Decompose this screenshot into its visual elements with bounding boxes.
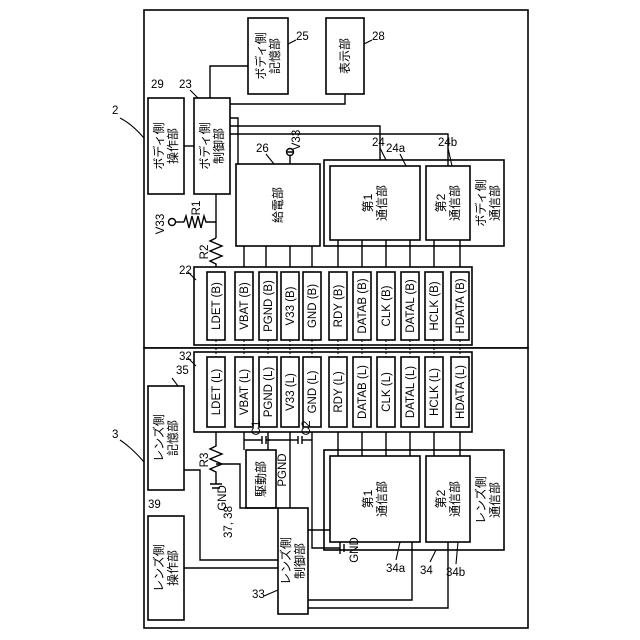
lens-pin-label-0: LDET (L)	[211, 369, 223, 416]
ref-35: 35	[176, 365, 189, 377]
body-pin-label-2: PGND (B)	[263, 280, 275, 332]
lens-pin-label-2: PGND (L)	[263, 367, 275, 418]
r1-label: R1	[191, 201, 203, 216]
r3-label: R3	[199, 453, 211, 468]
c2-label: C2	[301, 421, 313, 436]
body-pin-label-9: HCLK (B)	[429, 281, 441, 330]
ref-29: 29	[151, 79, 164, 91]
body-control-label: ボディ側制御部	[197, 122, 226, 169]
lens-operation-label: レンズ側操作部	[151, 544, 180, 592]
ref-23: 23	[179, 79, 192, 91]
ref-33: 33	[252, 589, 265, 601]
body-pin-label-6: DATAB (B)	[357, 278, 369, 333]
lens-control-label: レンズ側制御部	[278, 537, 307, 585]
lens-pin-label-6: DATAB (L)	[357, 365, 369, 419]
body-pin-label-8: DATAL (B)	[405, 279, 417, 333]
body-memory-label: ボディ側記憶部	[253, 32, 282, 79]
ref-28: 28	[372, 31, 385, 43]
ref-3: 3	[112, 429, 118, 441]
r2-label: R2	[199, 245, 211, 260]
lens-comm-label: レンズ側通信部	[473, 476, 502, 524]
c1-label: C1	[251, 421, 263, 436]
lens-pin-label-8: DATAL (L)	[405, 366, 417, 418]
ref-39: 39	[148, 499, 161, 511]
ref-34a: 34a	[386, 563, 406, 575]
ref-26: 26	[256, 143, 269, 155]
ref-24a: 24a	[386, 143, 406, 155]
body-pin-label-10: HDATA (B)	[455, 278, 467, 333]
body-pin-label-4: GND (B)	[307, 284, 319, 328]
body-pin-label-0: LDET (B)	[211, 282, 223, 330]
lens-pin-label-9: HCLK (L)	[429, 368, 441, 416]
ref-2: 2	[112, 105, 118, 117]
body-operation-label: ボディ側操作部	[151, 122, 180, 169]
lens-pin-label-7: CLK (L)	[381, 372, 393, 412]
lens-pin-label-4: GND (L)	[307, 370, 319, 413]
lens-pin-label-3: V33 (L)	[285, 373, 297, 411]
ref-22: 22	[179, 265, 192, 277]
gnd-r3-label: GND	[217, 485, 229, 511]
lens-pin-label-10: HDATA (L)	[455, 365, 467, 419]
v33-left-label: V33	[155, 214, 167, 234]
drive-label: 駆動部	[253, 461, 268, 497]
body-pins-group: LDET (B) VBAT (B) PGND (B) V33 (B) GND (B) RD…	[207, 272, 469, 340]
lens-memory-label: レンズ側記憶部	[151, 414, 180, 462]
body-pin-label-5: RDY (B)	[333, 285, 345, 328]
lens-pins-group: LDET (L) VBAT (L) PGND (L) V33 (L) GND (L) RD…	[207, 357, 469, 427]
body-pin-label-7: CLK (B)	[381, 285, 393, 326]
power-supply-label: 給電部	[270, 187, 285, 223]
ref-24: 24	[372, 137, 385, 149]
body-pin-label-1: VBAT (B)	[239, 282, 251, 330]
v33-top-label: V33	[291, 130, 303, 150]
ref-34b: 34b	[446, 567, 465, 579]
pgnd-label: PGND	[277, 453, 289, 486]
gnd-ctrl-label: GND	[349, 537, 361, 563]
body-pin-label-3: V33 (B)	[285, 286, 297, 325]
lens-pin-label-1: VBAT (L)	[239, 369, 251, 415]
display-label: 表示部	[337, 38, 352, 74]
ref-32: 32	[179, 351, 192, 363]
ref-34: 34	[420, 565, 433, 577]
lens-pin-label-5: RDY (L)	[333, 371, 345, 412]
ref-25: 25	[296, 31, 309, 43]
body-comm-label: ボディ側通信部	[473, 179, 502, 226]
